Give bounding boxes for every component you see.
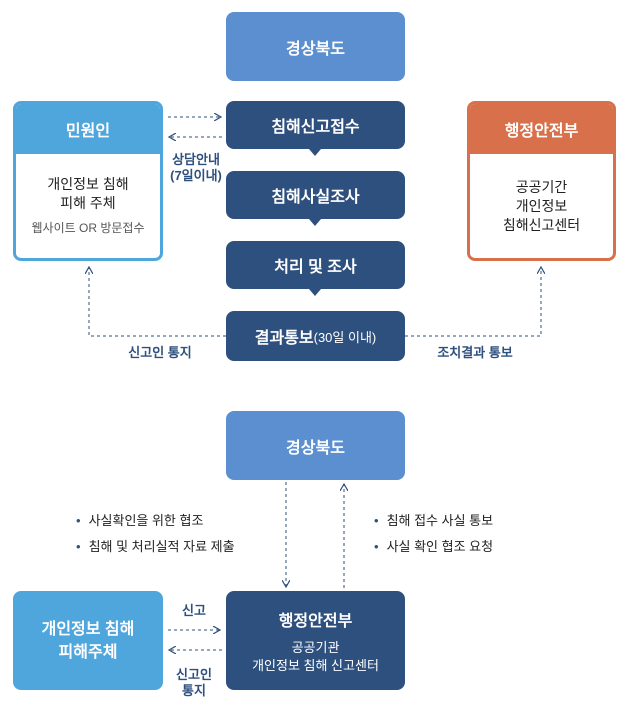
left-bullets: 사실확인을 위한 협조 침해 및 처리실적 자료 제출 [76, 508, 235, 560]
step-investigation: 침해사실조사 [226, 171, 405, 219]
victim-line2: 피해주체 [58, 643, 118, 661]
gyeongbuk-label-bottom: 경상북도 [286, 439, 345, 457]
ministry-body: 공공기간 개인정보 침해신고센터 [503, 154, 580, 258]
consult-line2: (7일이내) [170, 168, 222, 183]
step-receipt: 침해신고접수 [226, 101, 405, 149]
result-main: 결과통보 [254, 330, 314, 347]
left-bullet-2: 침해 및 처리실적 자료 제출 [76, 534, 235, 560]
complainant-card: 민원인 개인정보 침해 피해 주체 웹사이트 OR 방문접수 [13, 101, 163, 261]
notify-victim-label: 신고인 통지 [170, 667, 218, 699]
gyeongbuk-box-bottom: 경상북도 [226, 411, 405, 480]
ministry-bottom-line2: 개인정보 침해 신고센터 [252, 657, 379, 673]
ministry-line2: 개인정보 [515, 197, 568, 214]
ministry-bottom-line1: 공공기관 [291, 639, 340, 655]
victim-line1: 개인정보 침해 [41, 620, 135, 638]
complainant-title: 민원인 [16, 104, 160, 154]
result-paren: (30일 이내) [313, 329, 377, 345]
consult-line1: 상담안내 [172, 152, 220, 167]
ministry-box-bottom: 행정안전부 공공기관 개인정보 침해 신고센터 [226, 591, 405, 690]
arrow-notify-complainant [89, 268, 226, 337]
ministry-line1: 공공기간 [515, 178, 568, 195]
gyeongbuk-label: 경상북도 [286, 40, 345, 58]
right-bullets: 침해 접수 사실 통보 사실 확인 협조 요청 [374, 508, 494, 560]
left-bullet-1: 사실확인을 위한 협조 [76, 508, 235, 534]
complainant-body: 개인정보 침해 피해 주체 웹사이트 OR 방문접수 [32, 154, 145, 258]
right-bullet-2: 사실 확인 협조 요청 [374, 534, 494, 560]
step-processing-label: 처리 및 조사 [274, 259, 357, 276]
step-arrow-2 [309, 219, 321, 226]
step-processing: 처리 및 조사 [226, 241, 405, 289]
complainant-sub: 웹사이트 OR 방문접수 [31, 220, 145, 235]
ministry-card: 행정안전부 공공기간 개인정보 침해신고센터 [467, 101, 616, 261]
step-arrow-1 [309, 149, 321, 156]
ministry-line3: 침해신고센터 [502, 216, 581, 233]
report-label: 신고 [182, 603, 206, 618]
notify-left-label: 신고인 통지 [128, 345, 192, 360]
step-arrow-3 [309, 289, 321, 296]
step-investigation-label: 침해사실조사 [271, 189, 360, 206]
complainant-line2: 피해 주체 [60, 194, 116, 211]
ministry-title: 행정안전부 [470, 104, 613, 154]
notify-right-label: 조치결과 통보 [437, 345, 513, 360]
gyeongbuk-box-top: 경상북도 [226, 12, 405, 81]
victim-box: 개인정보 침해 피해주체 [13, 591, 163, 690]
arrow-notify-ministry [405, 268, 541, 337]
right-bullet-1: 침해 접수 사실 통보 [374, 508, 494, 534]
consult-label: 상담안내 (7일이내) [166, 152, 226, 184]
notify-victim-line1: 신고인 [176, 667, 212, 682]
step-result: 결과통보(30일 이내) [226, 311, 405, 361]
notify-victim-line2: 통지 [182, 683, 206, 698]
complainant-line1: 개인정보 침해 [47, 175, 129, 192]
ministry-bottom-title: 행정안전부 [278, 612, 353, 630]
step-receipt-label: 침해신고접수 [271, 119, 360, 136]
